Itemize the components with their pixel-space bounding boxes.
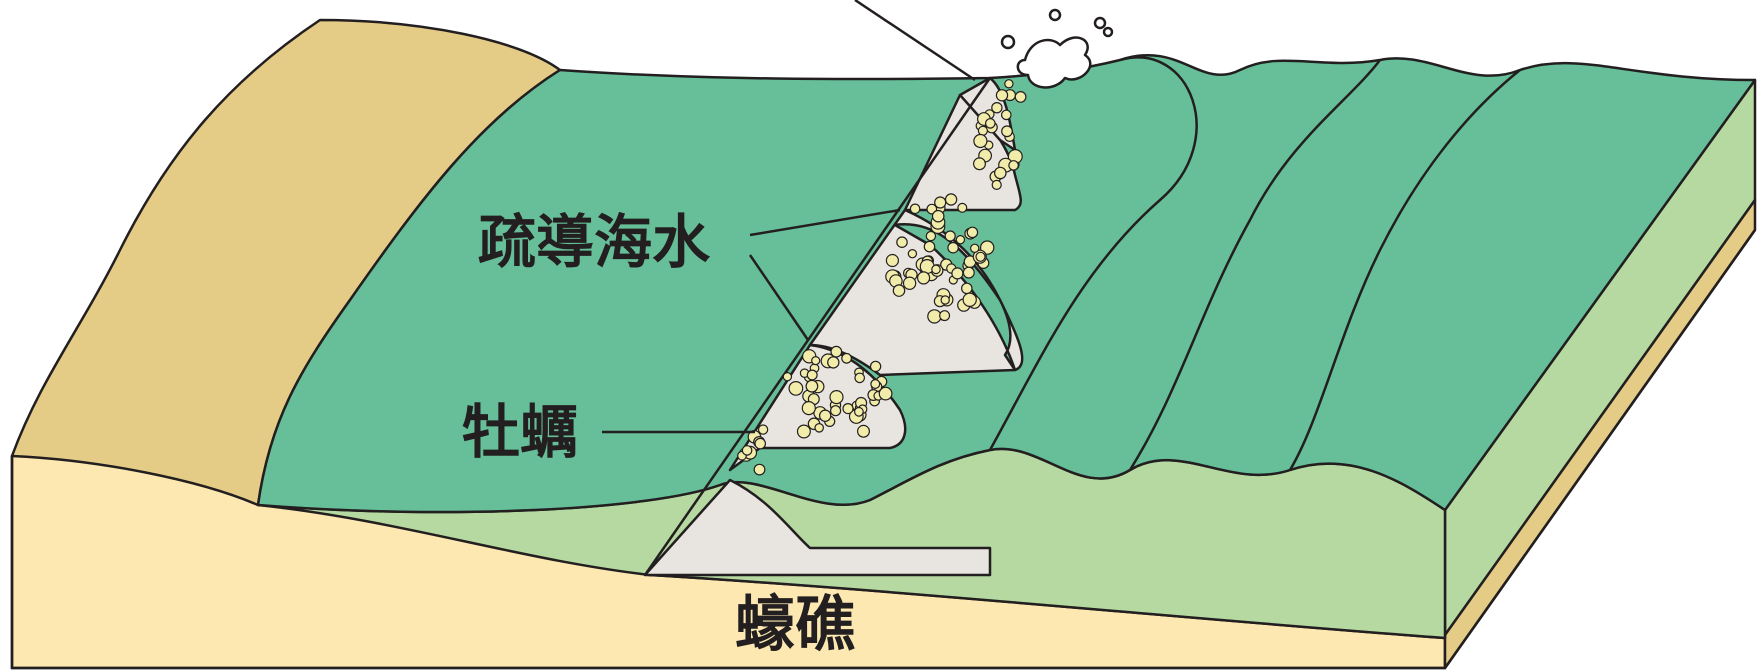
oyster-shell xyxy=(995,89,1009,102)
oyster-shell xyxy=(1014,90,1027,103)
oyster-shell xyxy=(805,379,819,393)
oyster-shell xyxy=(947,241,959,254)
oyster-shell xyxy=(951,267,964,280)
oyster-shell xyxy=(782,372,793,382)
label-oyster-reef: 蠔礁 xyxy=(735,590,855,660)
leader-line-guide-1 xyxy=(749,208,901,237)
block-outline xyxy=(10,229,1757,670)
oyster-shell xyxy=(962,266,975,279)
oyster-shell xyxy=(962,292,977,307)
oyster-shell xyxy=(801,401,816,416)
oyster-shell xyxy=(878,386,893,401)
oyster-shell xyxy=(970,243,980,253)
reef-diagonal-edge xyxy=(643,77,992,576)
oyster-shell xyxy=(892,284,906,297)
oyster-shell xyxy=(907,248,918,259)
oyster-shell xyxy=(1000,109,1012,121)
splash-foam xyxy=(1000,8,1114,89)
label-oyster: 牡蠣 xyxy=(462,398,578,466)
oyster-shell xyxy=(923,240,936,253)
oyster-shell xyxy=(972,157,986,171)
oyster-shell xyxy=(944,193,958,206)
oyster-shell xyxy=(753,463,766,476)
oyster-shell xyxy=(829,390,844,405)
oyster-shell xyxy=(973,133,988,149)
oyster-shell xyxy=(957,202,968,213)
oyster-shell xyxy=(980,240,995,255)
label-guide-seawater: 疏導海水 xyxy=(478,208,711,276)
oyster-shell xyxy=(885,253,900,268)
reef-base xyxy=(643,478,992,577)
oyster-shell xyxy=(870,379,881,390)
oyster-shell xyxy=(819,409,832,422)
oyster-shell xyxy=(829,405,842,417)
oyster-shell xyxy=(788,381,804,396)
oyster-shell xyxy=(741,445,753,456)
oyster-shell xyxy=(916,271,931,285)
oyster-shell xyxy=(902,276,917,290)
oyster-shell xyxy=(927,309,942,324)
leader-line-guide-2 xyxy=(748,254,810,341)
oyster-shell xyxy=(757,424,769,435)
oyster-shell xyxy=(896,236,908,248)
oyster-shell xyxy=(1004,79,1014,89)
oyster-shell xyxy=(975,251,986,262)
oyster-shell xyxy=(854,372,865,384)
oyster-shell xyxy=(854,406,864,417)
oyster-shell xyxy=(814,422,824,433)
wave-line-1 xyxy=(988,56,1198,451)
oyster-shell xyxy=(966,226,979,239)
oyster-shell xyxy=(984,118,996,129)
oyster-shell xyxy=(869,360,882,373)
oyster-shell xyxy=(931,209,945,223)
oyster-shell xyxy=(811,356,821,366)
oyster-shell xyxy=(939,310,951,322)
oyster-shell xyxy=(754,437,766,450)
oyster-shell xyxy=(830,345,843,358)
oyster-shell xyxy=(827,356,840,369)
oyster-shell xyxy=(1008,160,1019,171)
oyster-shell xyxy=(960,282,973,295)
oyster-shell xyxy=(925,230,937,242)
oyster-shell xyxy=(993,166,1007,180)
oyster-shell xyxy=(991,101,1003,114)
oyster-shell xyxy=(842,403,854,415)
oyster-shell xyxy=(856,424,870,438)
oyster-shell xyxy=(934,196,947,209)
oyster-shell xyxy=(841,352,852,364)
wave-line-2 xyxy=(1128,59,1381,471)
wave-line-3 xyxy=(1288,69,1521,471)
oyster-shell xyxy=(944,230,956,242)
oyster-shell xyxy=(955,234,966,245)
oyster-shell xyxy=(806,369,818,381)
oyster-shell xyxy=(991,179,1002,190)
oyster-shell xyxy=(796,424,811,439)
oyster-shell xyxy=(1001,125,1013,138)
leader-line-top xyxy=(854,0,976,82)
oyster-shell xyxy=(931,264,941,275)
oyster-shell xyxy=(940,295,950,305)
oyster-shell xyxy=(909,203,921,215)
sea-surface xyxy=(256,53,1757,514)
oyster-clusters xyxy=(737,79,1027,476)
